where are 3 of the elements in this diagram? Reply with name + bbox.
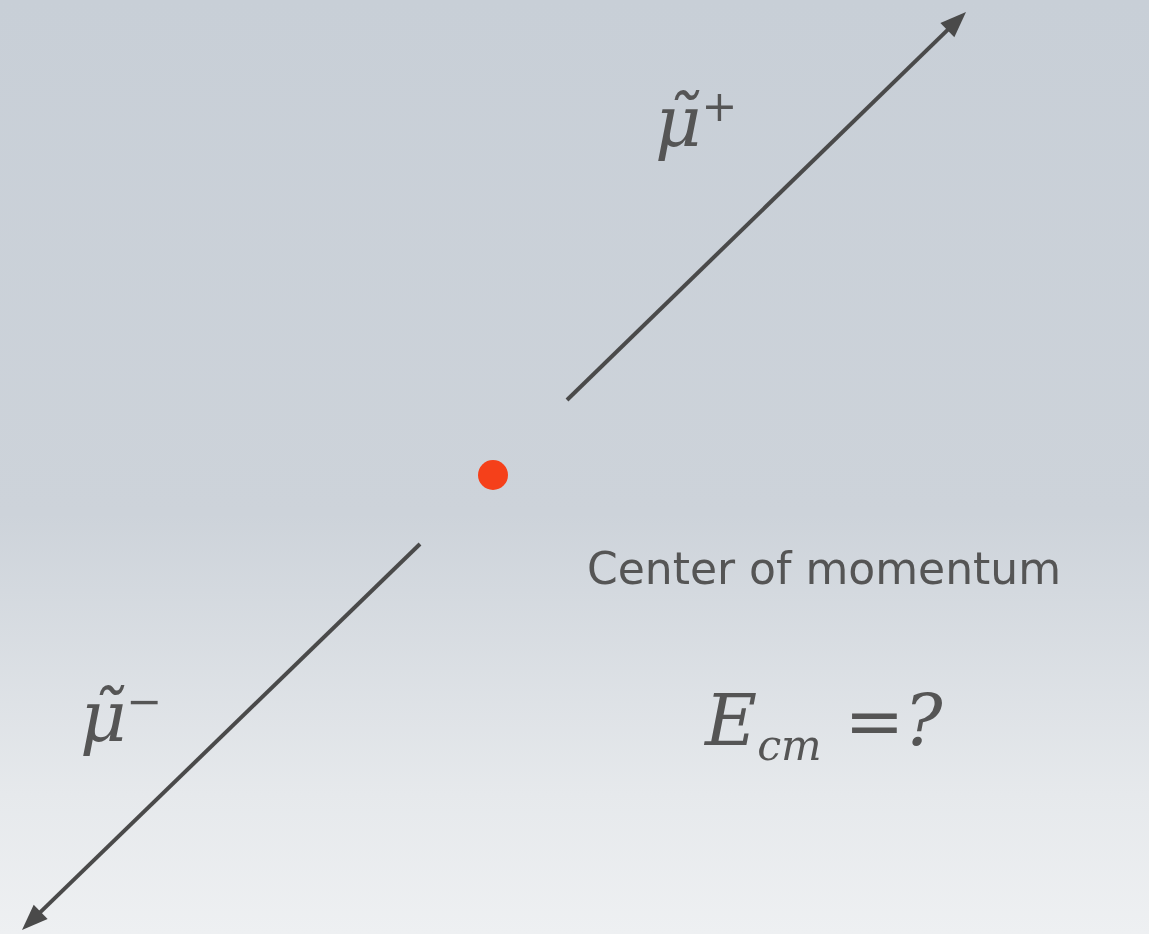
- text-label: Center of momentum: [587, 545, 1062, 594]
- math-label: E$_{cm}$ =?: [705, 685, 943, 768]
- center-dot: [478, 460, 508, 490]
